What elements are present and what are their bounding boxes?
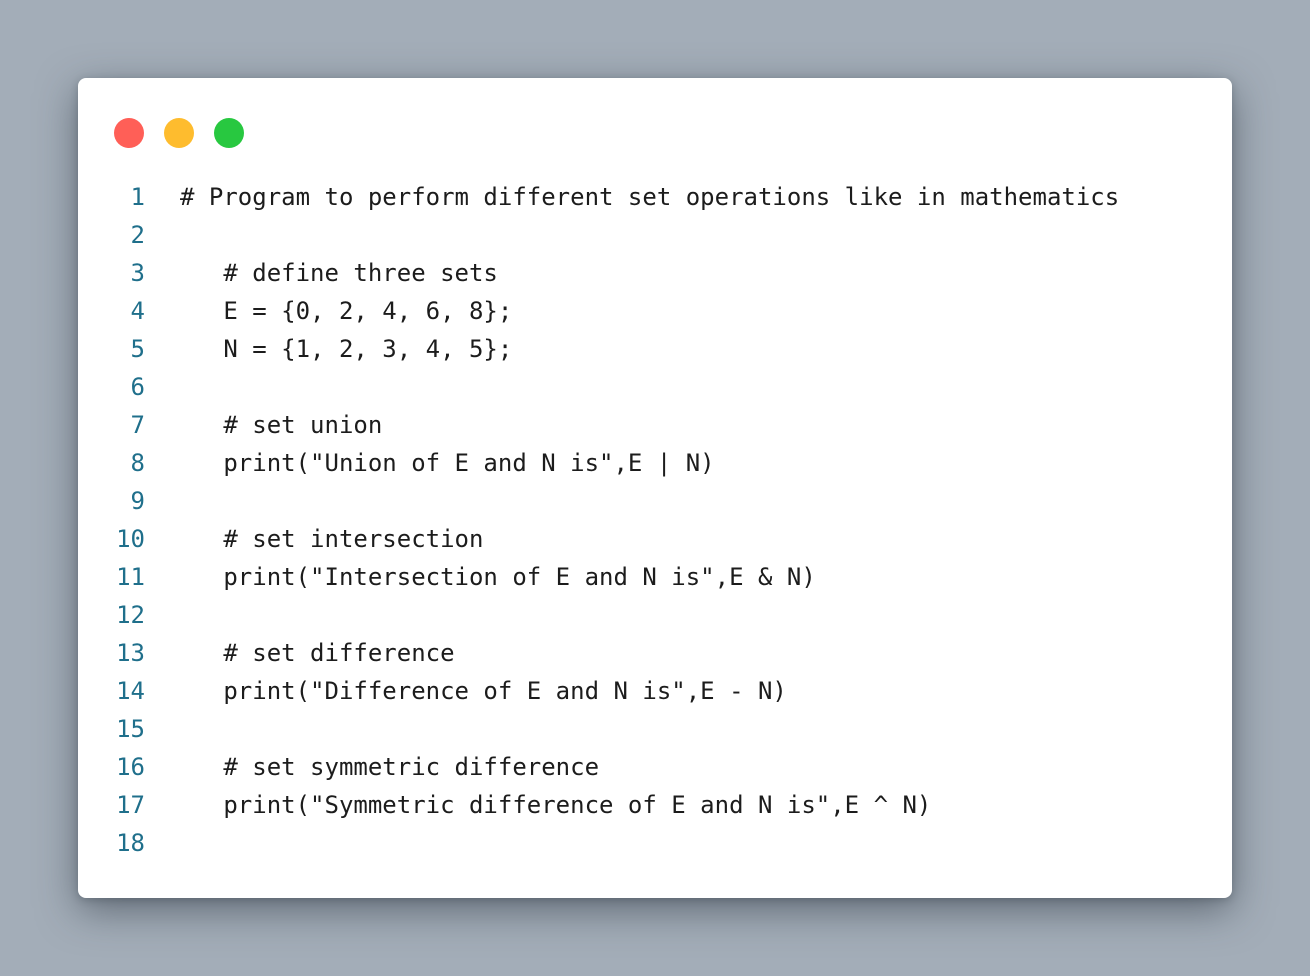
line-number: 4 — [130, 297, 145, 325]
code-text: # set difference — [180, 639, 455, 667]
code-line: 8 print("Union of E and N is",E | N) — [78, 444, 1232, 482]
line-number: 16 — [116, 753, 145, 781]
code-text: print("Union of E and N is",E | N) — [180, 449, 715, 477]
line-number: 7 — [130, 411, 145, 439]
line-number: 13 — [116, 639, 145, 667]
code-line: 6 — [78, 368, 1232, 406]
code-line: 4 E = {0, 2, 4, 6, 8}; — [78, 292, 1232, 330]
line-number: 17 — [116, 791, 145, 819]
code-text: E = {0, 2, 4, 6, 8}; — [180, 297, 513, 325]
code-text: # define three sets — [180, 259, 498, 287]
code-line: 16 # set symmetric difference — [78, 748, 1232, 786]
line-number: 6 — [130, 373, 145, 401]
code-line: 2 — [78, 216, 1232, 254]
line-number: 15 — [116, 715, 145, 743]
code-text: N = {1, 2, 3, 4, 5}; — [180, 335, 513, 363]
line-number: 14 — [116, 677, 145, 705]
code-text: print("Difference of E and N is",E - N) — [180, 677, 787, 705]
window-controls — [114, 118, 244, 148]
code-text: print("Symmetric difference of E and N i… — [180, 791, 932, 819]
line-number: 11 — [116, 563, 145, 591]
close-dot-icon[interactable] — [114, 118, 144, 148]
code-line: 7 # set union — [78, 406, 1232, 444]
code-text: # Program to perform different set opera… — [180, 183, 1120, 211]
code-editor: 1 # Program to perform different set oper… — [78, 178, 1232, 862]
code-text: # set intersection — [180, 525, 484, 553]
line-number: 5 — [130, 335, 145, 363]
code-line: 17 print("Symmetric difference of E and … — [78, 786, 1232, 824]
code-line: 14 print("Difference of E and N is",E - … — [78, 672, 1232, 710]
code-text: # set union — [180, 411, 383, 439]
code-line: 11 print("Intersection of E and N is",E … — [78, 558, 1232, 596]
code-line: 13 # set difference — [78, 634, 1232, 672]
code-text: print("Intersection of E and N is",E & N… — [180, 563, 816, 591]
code-line: 15 — [78, 710, 1232, 748]
line-number: 12 — [116, 601, 145, 629]
code-line: 12 — [78, 596, 1232, 634]
line-number: 1 — [130, 183, 145, 211]
minimize-dot-icon[interactable] — [164, 118, 194, 148]
line-number: 9 — [130, 487, 145, 515]
line-number: 10 — [116, 525, 145, 553]
code-line: 5 N = {1, 2, 3, 4, 5}; — [78, 330, 1232, 368]
line-number: 8 — [130, 449, 145, 477]
line-number: 3 — [130, 259, 145, 287]
code-line: 18 — [78, 824, 1232, 862]
code-text: # set symmetric difference — [180, 753, 600, 781]
code-window: 1 # Program to perform different set oper… — [78, 78, 1232, 898]
line-number: 18 — [116, 829, 145, 857]
line-number: 2 — [130, 221, 145, 249]
code-line: 9 — [78, 482, 1232, 520]
maximize-dot-icon[interactable] — [214, 118, 244, 148]
code-line: 10 # set intersection — [78, 520, 1232, 558]
code-line: 1 # Program to perform different set oper… — [78, 178, 1232, 216]
code-line: 3 # define three sets — [78, 254, 1232, 292]
